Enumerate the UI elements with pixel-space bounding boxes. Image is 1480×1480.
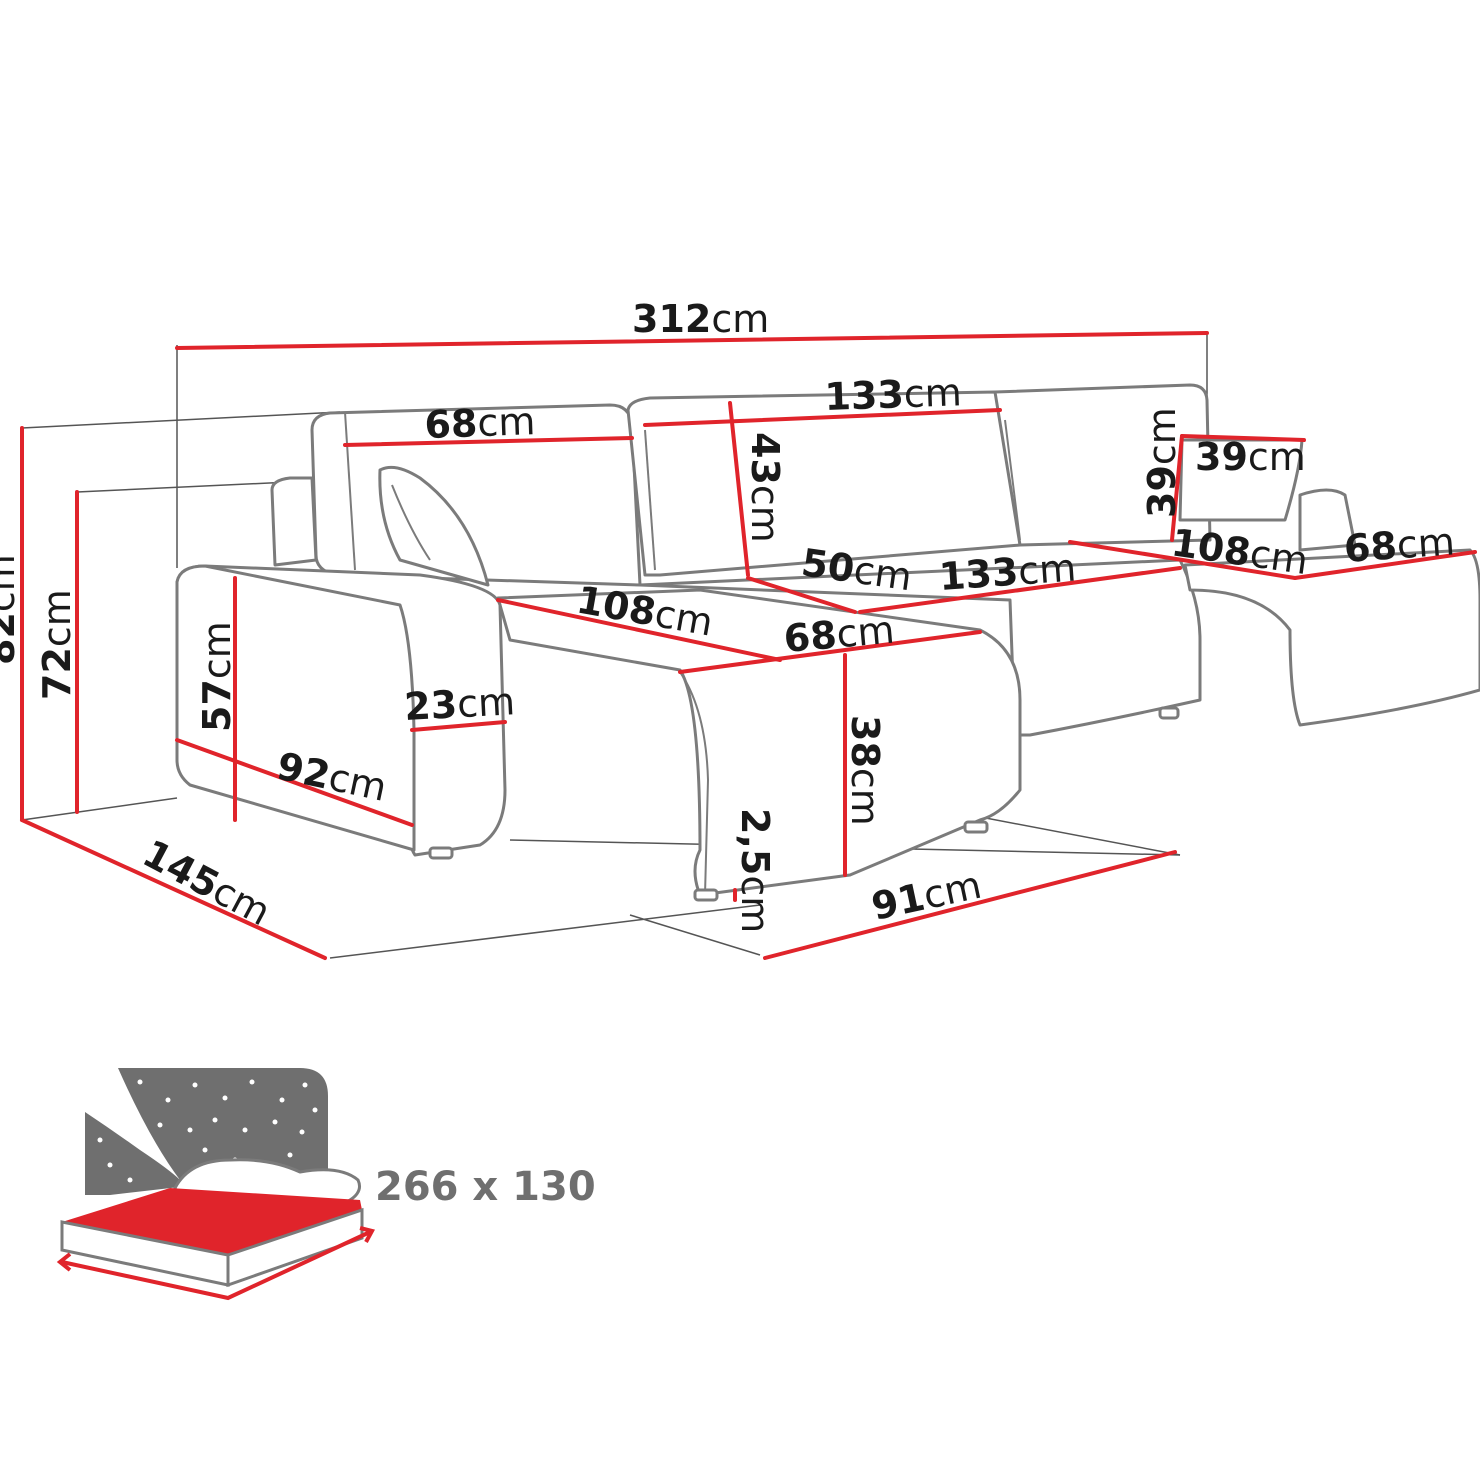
foot	[963, 820, 989, 834]
label-chaise-width-right: 68cm	[1343, 519, 1457, 571]
label-armrest-depth: 92cm	[273, 744, 391, 810]
foot	[693, 888, 719, 902]
label-chaise-front-width: 91cm	[868, 863, 986, 929]
mattress-top	[62, 1188, 362, 1255]
foot	[428, 846, 454, 860]
dimension-labels: 312cm 68cm 133cm 43cm 39cm 39cm 82cm 72c…	[0, 297, 1456, 934]
label-armrest-width: 23cm	[403, 679, 516, 729]
right-chaise	[1183, 548, 1480, 727]
dimension-lines	[20, 331, 1477, 960]
label-pillow-width: 39cm	[1195, 435, 1306, 479]
sleeping-area-icon: 266 x 130	[56, 1068, 596, 1301]
label-back-height: 72cm	[35, 589, 79, 700]
sofa-outline	[175, 383, 1480, 902]
right-armrest	[1298, 488, 1357, 552]
bed-length-arrow	[61, 1230, 371, 1301]
label-chaise-width-left: 68cm	[782, 607, 896, 660]
label-back-cushion-width-left: 68cm	[424, 399, 536, 447]
stars	[97, 1079, 318, 1183]
label-chaise-length-right: 108cm	[1169, 520, 1311, 583]
label-seat-height: 38cm	[843, 715, 887, 826]
label-armrest-height: 57cm	[195, 621, 239, 732]
decorative-pillow-left	[378, 465, 490, 587]
label-seat-width-middle: 133cm	[938, 546, 1078, 599]
label-pillow-height: 39cm	[1140, 407, 1184, 518]
back-cushion-middle	[626, 390, 1022, 577]
label-total-height: 82cm	[0, 554, 23, 665]
decorative-pillow-right	[1178, 438, 1304, 522]
label-seat-depth-middle: 50cm	[799, 540, 915, 599]
label-leg-height: 2,5cm	[733, 808, 777, 933]
bed-size-label: 266 x 130	[375, 1164, 596, 1210]
back-left-stub	[270, 476, 318, 567]
label-total-width: 312cm	[632, 297, 769, 341]
mattress-front	[226, 1207, 364, 1288]
label-back-cushion-height: 43cm	[743, 432, 787, 543]
foot	[1158, 706, 1180, 720]
label-back-width-middle: 133cm	[824, 370, 963, 419]
